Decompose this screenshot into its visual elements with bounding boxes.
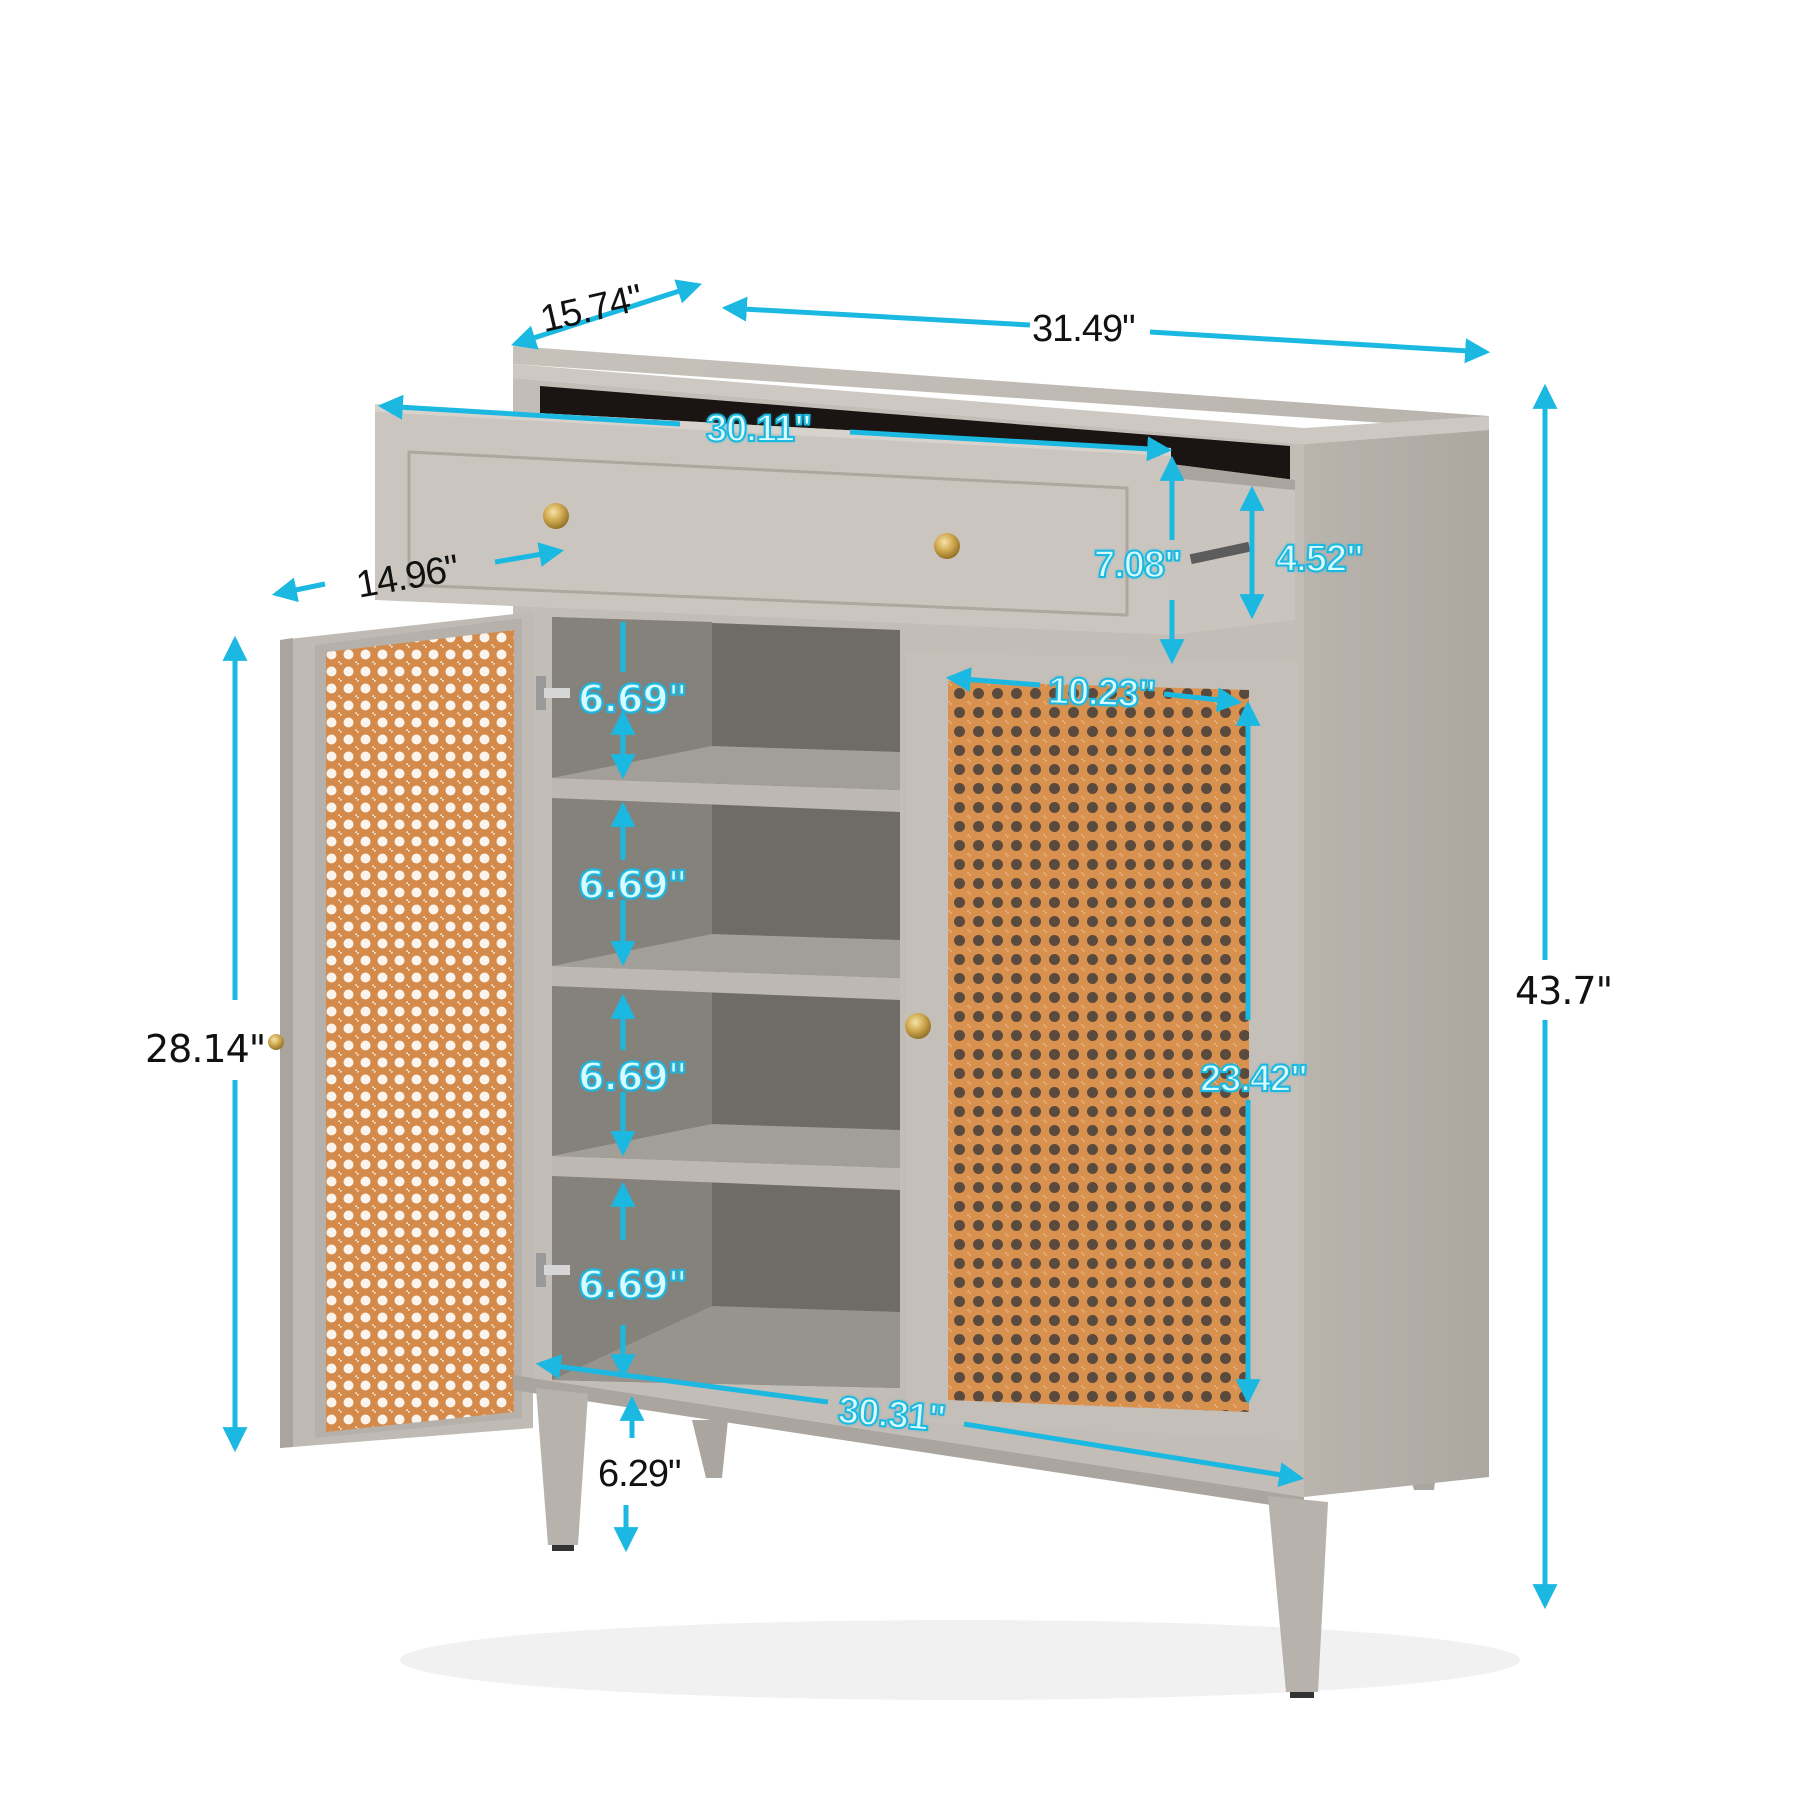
- label-width: 31.49": [1032, 308, 1136, 350]
- drawer-front-panel: [407, 450, 1129, 617]
- label-drawer-inner-height: 4.52": [1275, 538, 1365, 580]
- right-door-rattan-panel: [948, 681, 1249, 1412]
- shelves: [552, 746, 900, 1388]
- left-door-rattan-panel: [326, 630, 514, 1432]
- label-rattan-width: 10.23": [1046, 669, 1157, 717]
- hinge-top: [536, 676, 570, 710]
- label-total-height: 43.7": [1515, 969, 1613, 1013]
- label-shelf-spacing-2: 6.69": [577, 863, 689, 907]
- right-door-knob: [905, 1013, 931, 1039]
- label-rattan-height: 23.42": [1199, 1058, 1309, 1100]
- depth-line: [511, 279, 702, 350]
- label-shelf-spacing-3: 6.69": [577, 1055, 689, 1099]
- cabinet-side-panel: [1304, 430, 1489, 1497]
- drawer-slide-rail: [1189, 541, 1251, 565]
- drawer-knob-left: [543, 503, 569, 529]
- leg-front-right: [1268, 1496, 1328, 1692]
- label-drawer-width: 30.11": [705, 408, 813, 450]
- label-shelf-spacing-1: 6.69": [577, 677, 689, 721]
- label-leg-height: 6.29": [598, 1453, 681, 1495]
- cabinet-top-edge: [513, 364, 1489, 444]
- drawer-width-line: [849, 429, 1173, 462]
- drawer-knob-right: [934, 533, 960, 559]
- width-line: [1149, 329, 1491, 364]
- cabinet-bottom-rail: [513, 1375, 1304, 1510]
- hinge-bottom: [536, 1253, 570, 1287]
- floor-shadow: [400, 1620, 1520, 1700]
- drawer-depth-line: [494, 542, 565, 567]
- rattan-width-line: [1163, 687, 1243, 713]
- label-drawer-height: 7.08": [1093, 544, 1183, 586]
- label-door-height: 28.14": [145, 1027, 266, 1071]
- inner-width-line: [963, 1421, 1305, 1488]
- label-inner-width: 30.31": [835, 1388, 947, 1441]
- left-door-knob: [268, 1034, 284, 1050]
- label-shelf-spacing-4: 6.69": [577, 1263, 689, 1307]
- leg-back-left: [692, 1420, 728, 1478]
- cabinet-top: [513, 346, 1489, 430]
- dimension-lines: [222, 279, 1558, 1610]
- leg-front-left: [536, 1388, 588, 1545]
